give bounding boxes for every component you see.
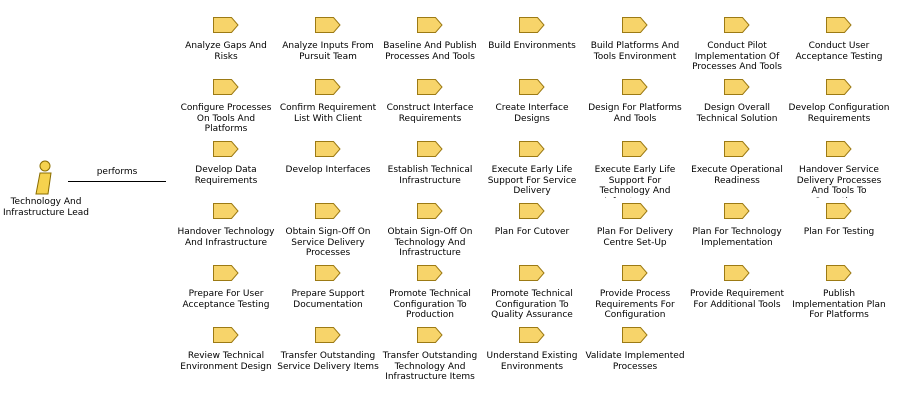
process-icon	[315, 203, 341, 219]
process-icon	[213, 203, 239, 219]
process-icon	[826, 79, 852, 95]
process-icon	[519, 265, 545, 281]
process-icon	[417, 79, 443, 95]
process-label: Transfer Outstanding Technology And Infr…	[382, 351, 478, 383]
process-label: Prepare For User Acceptance Testing	[182, 289, 270, 310]
process-icon	[826, 141, 852, 157]
process-label: Prepare Support Documentation	[291, 289, 365, 310]
process-icon	[622, 265, 648, 281]
process-label: Build Environments	[488, 41, 576, 51]
process-icon	[213, 79, 239, 95]
process-icon	[622, 141, 648, 157]
process-icon	[315, 327, 341, 343]
process-label: Execute Operational Readiness	[691, 165, 783, 186]
process-label: Publish Implementation Plan For Platform…	[792, 289, 886, 321]
process-label: Execute Early Life Support For Service D…	[487, 165, 577, 197]
process-icon	[724, 265, 750, 281]
process-label: Understand Existing Environments	[486, 351, 578, 372]
process-label: Develop Data Requirements	[194, 165, 258, 186]
process-label: Validate Implemented Processes	[585, 351, 685, 372]
process-icon	[622, 79, 648, 95]
process-label: Analyze Inputs From Pursuit Team	[282, 41, 374, 62]
process-icon	[724, 79, 750, 95]
process-icon	[315, 17, 341, 33]
process-label: Configure Processes On Tools And Platfor…	[180, 103, 272, 135]
process-label: Provide Requirement For Additional Tools	[689, 289, 785, 310]
process-label: Conduct User Acceptance Testing	[795, 41, 883, 62]
process-icon	[315, 141, 341, 157]
performs-connector[interactable]	[68, 181, 166, 182]
process-label: Construct Interface Requirements	[386, 103, 474, 124]
role-icon	[35, 160, 52, 195]
process-icon	[622, 17, 648, 33]
process-icon	[826, 203, 852, 219]
process-label: Execute Early Life Support For Technolog…	[594, 165, 676, 198]
process-label: Plan For Testing	[803, 227, 875, 237]
process-icon	[622, 327, 648, 343]
process-label: Develop Interfaces	[285, 165, 371, 175]
process-label: Plan For Delivery Centre Set-Up	[596, 227, 674, 248]
process-icon	[826, 265, 852, 281]
process-label: Obtain Sign-Off On Technology And Infras…	[387, 227, 473, 259]
process-label: Establish Technical Infrastructure	[387, 165, 473, 186]
process-icon	[826, 17, 852, 33]
process-label: Build Platforms And Tools Environment	[590, 41, 680, 62]
process-icon	[417, 265, 443, 281]
process-icon	[213, 17, 239, 33]
process-icon	[519, 17, 545, 33]
process-label: Promote Technical Configuration To Quali…	[491, 289, 573, 321]
process-icon	[724, 17, 750, 33]
process-icon	[724, 141, 750, 157]
process-label: Confirm Requirement List With Client	[279, 103, 377, 124]
process-icon	[315, 265, 341, 281]
process-icon	[724, 203, 750, 219]
process-label: Develop Configuration Requirements	[788, 103, 890, 124]
process-icon	[213, 327, 239, 343]
process-icon	[417, 141, 443, 157]
process-label: Conduct Pilot Implementation Of Processe…	[692, 41, 782, 73]
process-icon	[213, 141, 239, 157]
process-label: Review Technical Environment Design	[180, 351, 272, 372]
process-label: Promote Technical Configuration To Produ…	[389, 289, 471, 321]
process-label: Plan For Technology Implementation	[692, 227, 782, 248]
process-label: Design For Platforms And Tools	[588, 103, 682, 124]
process-icon	[315, 79, 341, 95]
process-icon	[519, 203, 545, 219]
process-label: Transfer Outstanding Service Delivery It…	[277, 351, 379, 372]
process-label: Plan For Cutover	[494, 227, 570, 237]
process-label: Analyze Gaps And Risks	[185, 41, 267, 62]
performs-label: performs	[96, 167, 138, 177]
process-icon	[417, 17, 443, 33]
process-label: Obtain Sign-Off On Service Delivery Proc…	[285, 227, 371, 259]
process-label: Design Overall Technical Solution	[696, 103, 778, 124]
process-icon	[417, 327, 443, 343]
process-label: Baseline And Publish Processes And Tools	[383, 41, 477, 62]
process-label: Handover Technology And Infrastructure	[177, 227, 275, 248]
process-icon	[519, 141, 545, 157]
process-label: Provide Process Requirements For Configu…	[595, 289, 675, 321]
process-icon	[519, 79, 545, 95]
process-icon	[417, 203, 443, 219]
role-label: Technology And Infrastructure Lead	[2, 197, 90, 218]
process-label: Handover Service Delivery Processes And …	[796, 165, 882, 198]
process-icon	[622, 203, 648, 219]
process-icon	[213, 265, 239, 281]
process-label: Create Interface Designs	[495, 103, 569, 124]
process-icon	[519, 327, 545, 343]
